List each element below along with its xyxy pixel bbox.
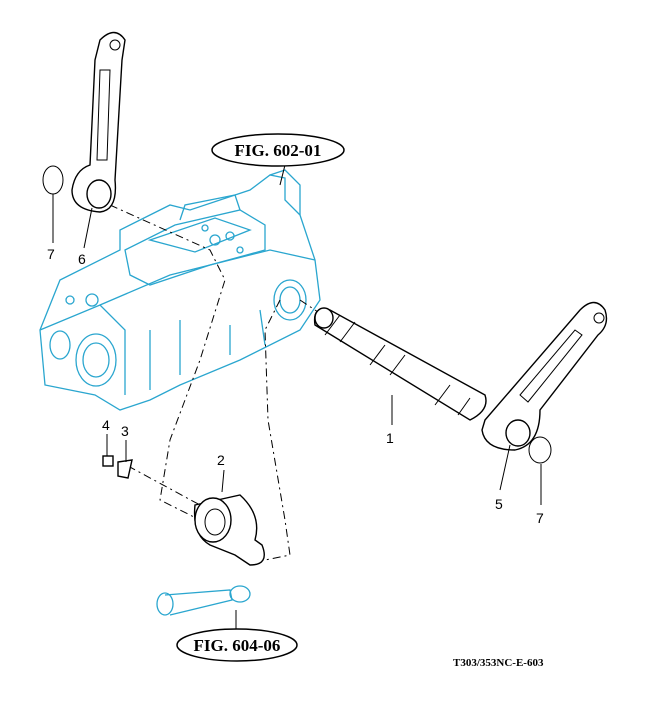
lock-washer bbox=[117, 459, 133, 479]
right-lift-arm bbox=[481, 301, 608, 451]
lift-cam bbox=[193, 494, 265, 566]
lift-rod bbox=[156, 585, 251, 616]
fig-602-01-reference[interactable]: FIG. 602-01 bbox=[211, 133, 345, 167]
fig-604-06-reference[interactable]: FIG. 604-06 bbox=[176, 628, 298, 662]
bolt bbox=[102, 455, 114, 467]
drawing-code: T303/353NC-E-603 bbox=[453, 657, 544, 669]
callout-1: 1 bbox=[386, 430, 394, 446]
left-lift-arm bbox=[71, 31, 126, 213]
callout-5: 5 bbox=[495, 496, 503, 512]
fig-602-01-label[interactable]: FIG. 602-01 bbox=[235, 141, 322, 160]
snap-ring-right bbox=[528, 436, 552, 464]
splined-shaft bbox=[313, 307, 487, 421]
assembly-guide-line bbox=[127, 465, 201, 506]
assembly-guide-line bbox=[264, 299, 291, 561]
callout-3: 3 bbox=[121, 423, 129, 439]
callout-7-left: 7 bbox=[47, 246, 55, 262]
snap-ring-left bbox=[42, 165, 64, 195]
callout-7-right: 7 bbox=[536, 510, 544, 526]
callout-4: 4 bbox=[102, 417, 110, 433]
lift-housing bbox=[39, 169, 321, 411]
assembly-guide-line bbox=[109, 204, 226, 521]
callout-6: 6 bbox=[78, 251, 86, 267]
fig-604-06-label[interactable]: FIG. 604-06 bbox=[194, 636, 281, 655]
callout-2: 2 bbox=[217, 452, 225, 468]
